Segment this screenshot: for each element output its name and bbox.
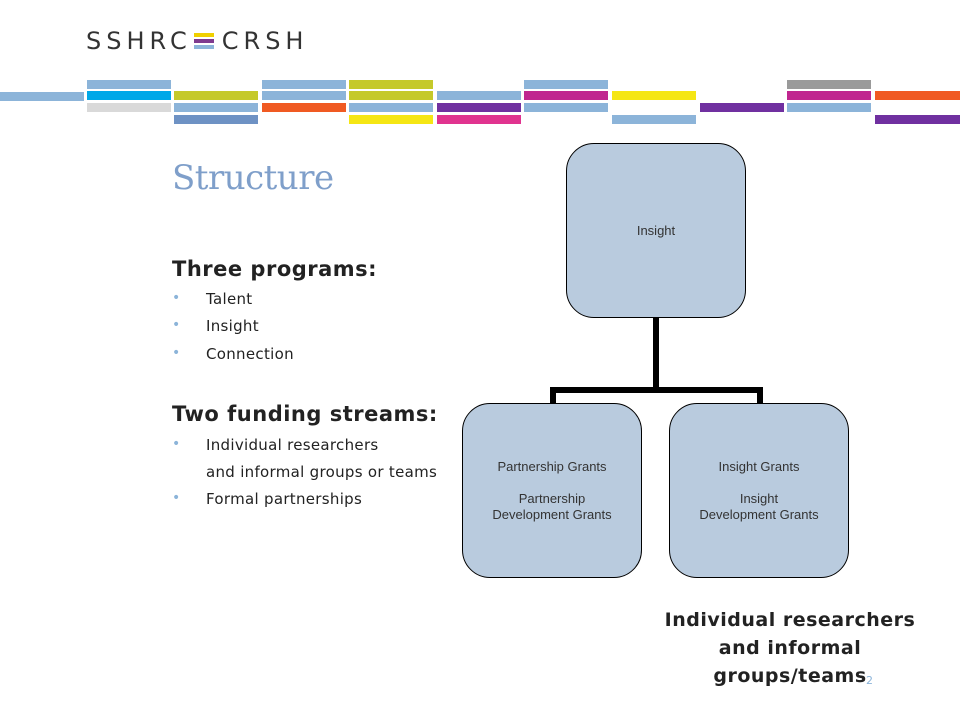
org-chart-child-box: Partnership Grants Partnership Developme… bbox=[462, 403, 642, 578]
decorative-color-band bbox=[0, 78, 960, 126]
bullet-icon: • bbox=[172, 345, 181, 361]
caption-line: groups/teams bbox=[713, 665, 867, 687]
org-chart-child-box: Insight Grants Insight Development Grant… bbox=[669, 403, 849, 578]
page-number: 2 bbox=[866, 674, 873, 687]
slide-title: Structure bbox=[172, 158, 334, 198]
bullet-icon: • bbox=[172, 290, 181, 306]
bullet-icon: • bbox=[172, 490, 181, 506]
logo-right-text: CRSH bbox=[221, 27, 309, 55]
programs-heading: Three programs: bbox=[172, 257, 378, 281]
connector-right bbox=[757, 387, 763, 407]
child-label-line: Partnership bbox=[518, 490, 586, 506]
root-label: Insight bbox=[636, 222, 676, 238]
logo-mark-icon bbox=[193, 33, 214, 49]
connector-horizontal bbox=[550, 387, 763, 393]
child-label-line: Insight Grants bbox=[718, 458, 800, 474]
streams-heading: Two funding streams: bbox=[172, 402, 438, 426]
child-label-line: Partnership Grants bbox=[497, 458, 607, 474]
bullet-icon: • bbox=[172, 317, 181, 333]
caption-line: Individual researchers bbox=[664, 609, 916, 631]
connector-vertical bbox=[653, 316, 659, 392]
connector-left bbox=[550, 387, 556, 407]
sshrc-crsh-logo: SSHRC CRSH bbox=[86, 27, 308, 55]
org-chart-root-box: Insight bbox=[566, 143, 746, 318]
org-chart-caption: Individual researchers and informal grou… bbox=[655, 606, 925, 690]
bullet-icon: • bbox=[172, 436, 181, 452]
caption-line: and informal bbox=[718, 637, 862, 659]
logo-left-text: SSHRC bbox=[86, 27, 192, 55]
child-label-line: Insight bbox=[739, 490, 779, 506]
child-label-line: Development Grants bbox=[492, 506, 612, 522]
child-label-line: Development Grants bbox=[699, 506, 819, 522]
stream-item-continuation: and informal groups or teams bbox=[206, 463, 438, 481]
